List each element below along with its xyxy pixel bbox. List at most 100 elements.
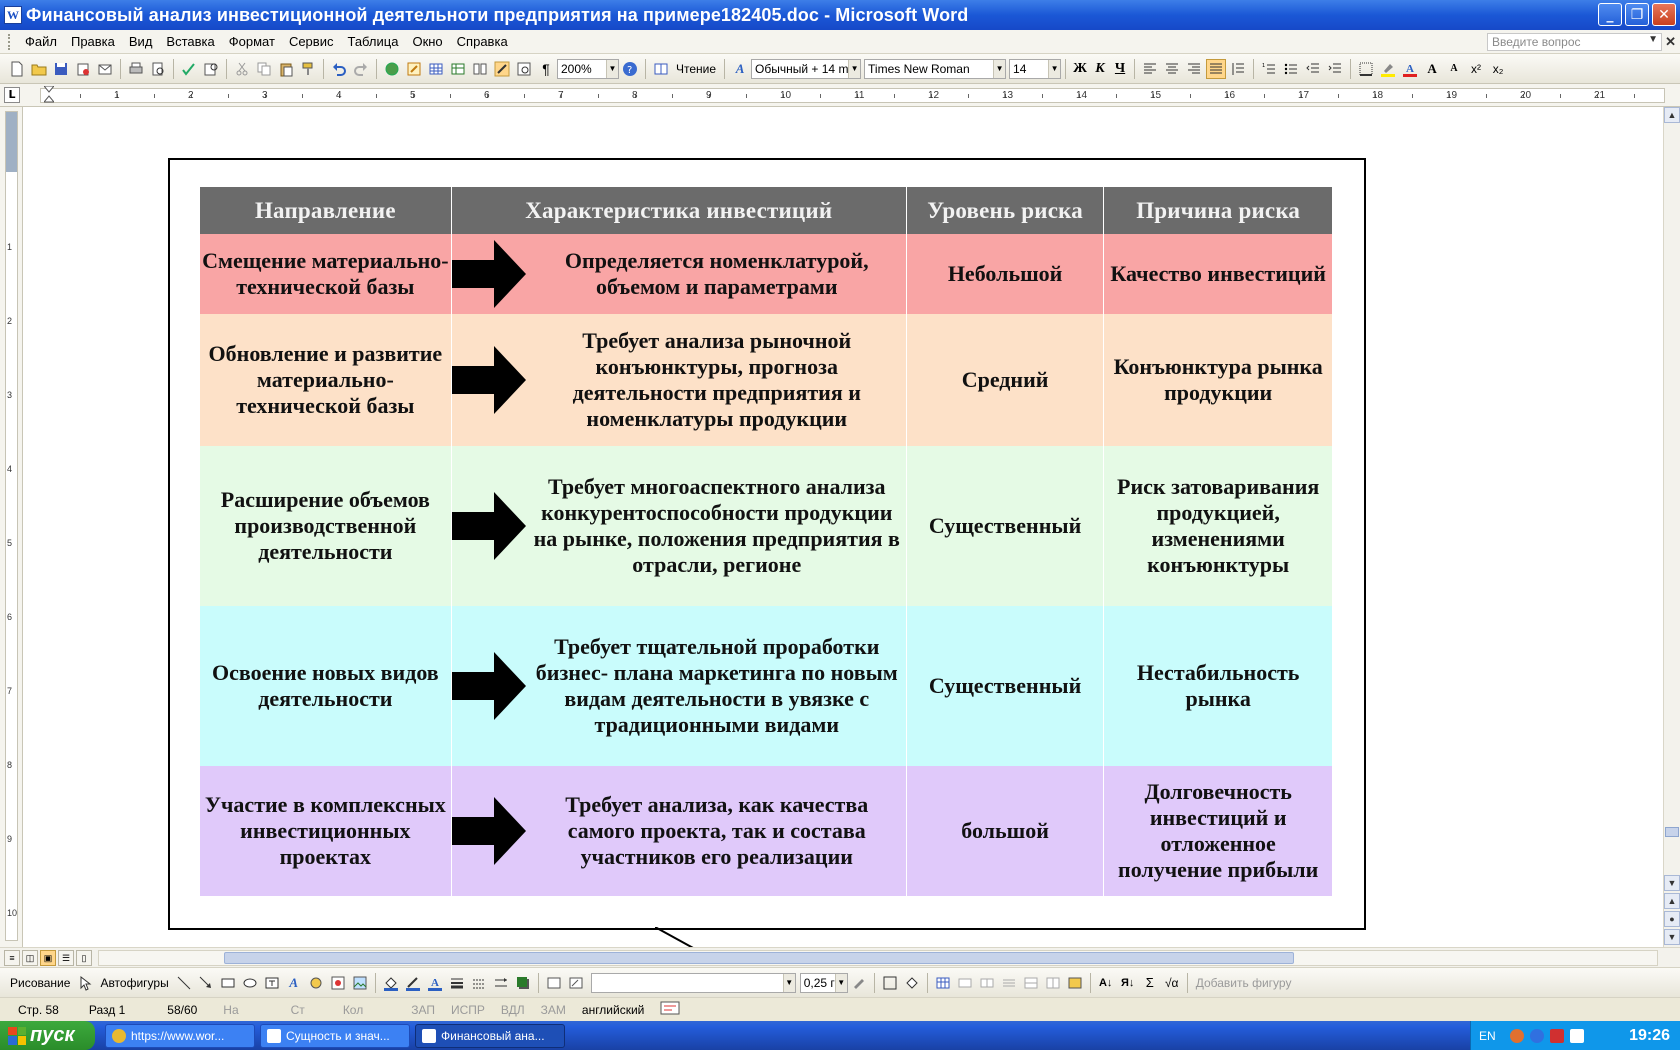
embedded-slide-frame[interactable]: Направление Характеристика инвестиций Ур… — [168, 158, 1366, 930]
tray-network-icon[interactable] — [1529, 1028, 1544, 1043]
vertical-scroll-thumb[interactable] — [1665, 827, 1679, 837]
format-painter-icon[interactable] — [298, 59, 318, 79]
select-browse-object-icon[interactable]: ● — [1664, 911, 1680, 927]
menu-view[interactable]: Вид — [128, 34, 153, 49]
line-icon[interactable] — [174, 973, 194, 993]
menu-edit[interactable]: Правка — [70, 34, 115, 49]
autosum-icon[interactable]: Σ — [1145, 975, 1154, 990]
drawing-menu[interactable]: Рисование — [10, 975, 71, 990]
numbering-icon[interactable]: 1 — [1259, 59, 1279, 79]
save-icon[interactable] — [51, 59, 71, 79]
edit-frame-icon[interactable] — [566, 973, 586, 993]
arrow-icon[interactable] — [196, 973, 216, 993]
equation-icon[interactable]: √α — [1164, 975, 1179, 990]
text-box-icon[interactable] — [262, 973, 282, 993]
justify-icon[interactable] — [1206, 58, 1227, 79]
read-button[interactable]: Чтение — [676, 61, 717, 76]
chevron-down-icon[interactable]: ▼ — [848, 59, 861, 78]
email-icon[interactable] — [95, 59, 115, 79]
menu-insert[interactable]: Вставка — [166, 34, 215, 49]
tray-antivirus-icon[interactable] — [1549, 1028, 1564, 1043]
menu-format[interactable]: Формат — [228, 34, 275, 49]
dash-style-icon[interactable] — [469, 973, 489, 993]
font-size-select[interactable]: 14▼ — [1009, 58, 1062, 79]
line-color-icon[interactable] — [403, 973, 423, 993]
close-button[interactable]: ✕ — [1652, 3, 1676, 26]
table-autoformat-icon[interactable] — [1065, 973, 1085, 993]
sort-descending-icon[interactable]: Я↓ — [1121, 976, 1135, 989]
tray-volume-icon[interactable] — [1569, 1028, 1584, 1043]
align-cells-icon[interactable] — [999, 973, 1019, 993]
horizontal-scrollbar[interactable] — [98, 950, 1658, 966]
pen-color-icon[interactable] — [849, 973, 869, 993]
line-style-icon[interactable] — [447, 973, 467, 993]
indent-marker-icon[interactable] — [44, 86, 54, 104]
shrink-font-icon[interactable]: A — [1450, 63, 1458, 74]
permission-icon[interactable] — [73, 59, 93, 79]
print-preview-icon[interactable] — [148, 59, 168, 79]
insert-table-icon[interactable] — [426, 59, 446, 79]
align-center-icon[interactable] — [1162, 59, 1182, 79]
tab-selector[interactable]: L — [4, 87, 20, 103]
arrow-style-icon[interactable] — [491, 973, 511, 993]
line-width-select[interactable]: 0,25 г▼ — [799, 972, 848, 993]
zoom-select[interactable]: 200%▼ — [557, 58, 619, 79]
edit-text-icon[interactable] — [544, 973, 564, 993]
normal-view-icon[interactable]: ≡ — [4, 950, 20, 966]
new-document-icon[interactable] — [7, 59, 27, 79]
merge-cells-icon[interactable] — [955, 973, 975, 993]
align-right-icon[interactable] — [1184, 59, 1204, 79]
scroll-down-icon[interactable]: ▼ — [1664, 875, 1680, 891]
menu-file[interactable]: Файл — [25, 34, 57, 49]
drawing-icon[interactable] — [492, 59, 512, 79]
show-hide-pilcrow-icon[interactable]: ¶ — [542, 60, 550, 77]
split-cells-icon[interactable] — [977, 973, 997, 993]
chevron-down-icon[interactable]: ▼ — [1048, 59, 1061, 78]
menu-window[interactable]: Окно — [412, 34, 443, 49]
taskbar-item-word-2[interactable]: Финансовый ана... — [415, 1023, 565, 1048]
rectangle-icon[interactable] — [218, 973, 238, 993]
taskbar-item-browser[interactable]: https://www.wor... — [105, 1023, 255, 1048]
highlight-icon[interactable] — [1378, 59, 1398, 79]
select-objects-icon[interactable] — [75, 973, 95, 993]
bullets-icon[interactable] — [1281, 59, 1301, 79]
borders-icon[interactable] — [880, 973, 900, 993]
print-icon[interactable] — [126, 59, 146, 79]
borders-icon[interactable] — [1356, 59, 1376, 79]
close-doc-icon[interactable]: ✕ — [1665, 34, 1676, 49]
status-language[interactable]: английский — [581, 1002, 645, 1017]
menu-grip[interactable] — [8, 33, 12, 50]
status-record[interactable]: ЗАП — [411, 1002, 435, 1017]
web-view-icon[interactable]: ◫ — [22, 950, 38, 966]
grow-font-icon[interactable]: A — [1427, 60, 1437, 76]
distribute-rows-icon[interactable] — [1021, 973, 1041, 993]
chevron-down-icon[interactable]: ▼ — [993, 59, 1006, 78]
print-layout-icon[interactable]: ▣ — [40, 950, 56, 966]
menu-tools[interactable]: Сервис — [288, 34, 334, 49]
font-color-icon[interactable]: A — [425, 973, 445, 993]
distribute-columns-icon[interactable] — [1043, 973, 1063, 993]
superscript-icon[interactable]: x² — [1471, 61, 1482, 76]
language-indicator[interactable]: EN — [1479, 1028, 1496, 1043]
chevron-down-icon[interactable]: ▼ — [782, 973, 795, 992]
reading-view-icon[interactable]: ▯ — [76, 950, 92, 966]
styles-icon[interactable]: A — [735, 60, 745, 76]
status-extend[interactable]: ВДЛ — [500, 1002, 525, 1017]
status-overtype[interactable]: ЗАМ — [540, 1002, 566, 1017]
align-left-icon[interactable] — [1140, 59, 1160, 79]
prev-page-icon[interactable]: ▲ — [1664, 893, 1680, 909]
font-select[interactable]: Times New Roman▼ — [864, 58, 1007, 79]
italic-button[interactable]: К — [1095, 60, 1105, 76]
cut-icon[interactable] — [232, 59, 252, 79]
chevron-down-icon[interactable]: ▼ — [606, 59, 618, 78]
picture-icon[interactable] — [350, 973, 370, 993]
undo-icon[interactable] — [329, 59, 349, 79]
fill-color-icon[interactable] — [381, 973, 401, 993]
tables-borders-icon[interactable] — [404, 59, 424, 79]
horizontal-scroll-thumb[interactable] — [224, 952, 1294, 964]
help-icon[interactable]: ? — [620, 59, 640, 79]
scroll-up-icon[interactable]: ▲ — [1664, 107, 1680, 123]
status-track-changes[interactable]: ИСПР — [450, 1002, 485, 1017]
insert-excel-icon[interactable] — [448, 59, 468, 79]
